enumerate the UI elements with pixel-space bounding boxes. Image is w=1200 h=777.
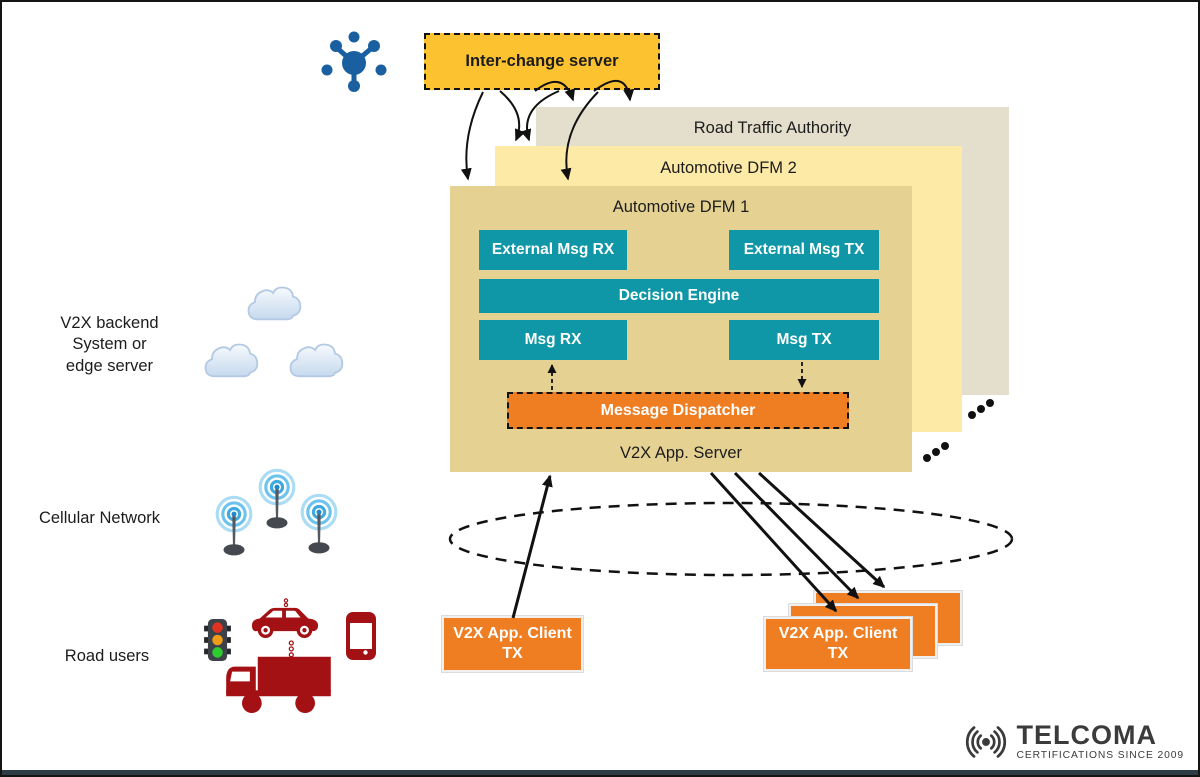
road-users-label: Road users — [64, 647, 150, 665]
decision-engine-box: Decision Engine — [479, 279, 879, 313]
arrow-to-dfm2-left — [499, 90, 526, 142]
arrow-server-to-client-3 — [757, 471, 886, 589]
truck-icon — [220, 639, 335, 714]
v2x-app-server-label: V2X App. Server — [620, 444, 742, 462]
brand-name: TELCOMA — [1016, 720, 1158, 751]
cellular-network-ellipse — [448, 501, 1014, 577]
v2x-backend-label-line2: System or — [72, 335, 147, 354]
msg-rx-box: Msg RX — [479, 320, 627, 360]
arrow-server-to-client-2 — [733, 471, 860, 600]
message-dispatcher-label: Message Dispatcher — [600, 401, 756, 419]
client-right-label-line2: TX — [827, 645, 849, 662]
layer-label-automotive-dfm-1: Automotive DFM 1 — [612, 198, 750, 216]
cell-tower-icon — [298, 488, 340, 560]
external-msg-tx-label: External Msg TX — [743, 241, 865, 258]
msg-tx-label: Msg TX — [776, 331, 832, 348]
external-msg-rx-box: External Msg RX — [479, 230, 627, 270]
inter-change-server-box: Inter-change server — [424, 33, 660, 90]
client-right-label-line1: V2X App. Client — [778, 625, 898, 642]
cell-tower-icon — [213, 490, 255, 562]
client-left-label-line2: TX — [502, 645, 523, 662]
smartphone-icon — [346, 612, 376, 660]
message-dispatcher-box: Message Dispatcher — [507, 392, 849, 429]
arrow-to-dfm1-left — [460, 91, 484, 181]
inter-change-server-label: Inter-change server — [465, 52, 619, 70]
msg-rx-label: Msg RX — [524, 331, 582, 348]
external-msg-rx-label: External Msg RX — [491, 241, 615, 258]
v2x-backend-label-line3: edge server — [65, 356, 154, 375]
cell-tower-icon — [256, 463, 298, 535]
msg-tx-box: Msg TX — [729, 320, 879, 360]
cloud-icon — [245, 280, 303, 326]
cloud-icon — [287, 337, 345, 383]
car-icon — [250, 598, 320, 641]
network-hub-icon — [321, 31, 387, 92]
layer-label-automotive-dfm-2: Automotive DFM 2 — [660, 159, 797, 177]
client-left-label-line1: V2X App. Client — [453, 625, 572, 642]
v2x-backend-label-line1: V2X backend — [60, 314, 159, 332]
cloud-icon — [202, 337, 260, 383]
brand-tagline: CERTIFICATIONS SINCE 2009 — [1016, 750, 1184, 762]
decision-engine-label: Decision Engine — [618, 287, 740, 304]
v2x-app-client-tx-left-box: V2X App. Client TX — [442, 616, 583, 672]
telcoma-logo: TELCOMA CERTIFICATIONS SINCE 2009 — [959, 722, 1184, 762]
v2x-backend-label: V2X backend System or edge server — [32, 313, 187, 377]
cellular-network-label: Cellular Network — [38, 509, 161, 527]
bottom-border-bar — [2, 770, 1198, 775]
external-msg-tx-box: External Msg TX — [729, 230, 879, 270]
v2x-app-client-tx-right-box-front: V2X App. Client TX — [764, 617, 912, 671]
arrow-client-to-server — [511, 474, 553, 619]
radio-waves-icon — [965, 726, 1006, 758]
layer-label-road-traffic-authority: Road Traffic Authority — [693, 119, 852, 137]
